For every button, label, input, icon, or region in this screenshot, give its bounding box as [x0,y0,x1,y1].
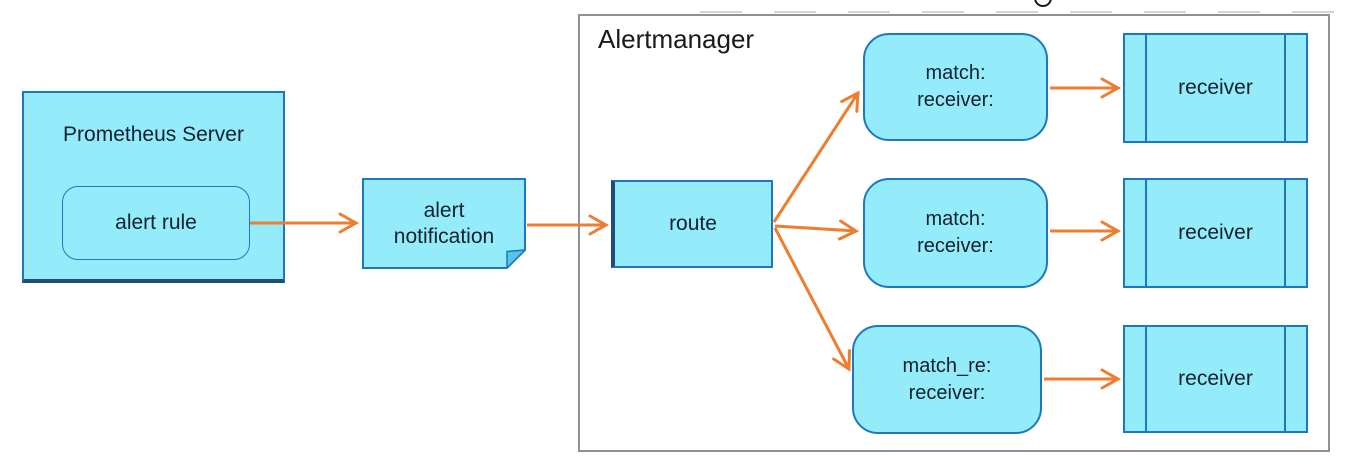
receiver-3-left-bar [1145,327,1147,431]
receiver-1-left-bar [1145,35,1147,141]
cropped-glyph-artifact [1034,0,1052,7]
alert-rule-label: alert rule [115,211,197,234]
alertmanager-container [578,14,1330,452]
note-shape [362,178,526,269]
receiver-node-3: receiver [1123,325,1308,433]
receiver-2-label: receiver [1178,221,1253,244]
alert-notification-line2: notification [393,224,495,248]
match-3-line1: match_re: [902,354,992,377]
receiver-1-right-bar [1284,35,1286,141]
receiver-3-label: receiver [1178,367,1253,390]
receiver-node-1: receiver [1123,33,1308,143]
alert-rule-node: alert rule [62,186,250,260]
match-3-line2: receiver: [908,381,986,404]
receiver-2-right-bar [1284,180,1286,286]
match-2-line2: receiver: [917,235,994,257]
match-node-3: match_re: receiver: [852,325,1042,434]
alert-notification-note: alert notification [362,178,526,269]
alert-notification-label: alert notification [362,178,526,269]
match-2-line1: match: [925,208,986,230]
route-node: route [611,180,773,268]
note-fold-icon [506,249,526,269]
cropped-text-smudge [700,11,1345,13]
match-1-line1: match: [925,62,986,84]
alert-notification-line1: alert [423,198,465,222]
match-node-1: match: receiver: [863,33,1048,141]
alertmanager-label: Alertmanager [598,24,755,54]
match-node-2: match: receiver: [863,178,1048,288]
receiver-3-right-bar [1284,327,1286,431]
receiver-node-2: receiver [1123,178,1308,288]
prometheus-server-box: Prometheus Server alert rule [22,91,285,283]
route-label: route [669,212,717,235]
match-1-line2: receiver: [917,89,994,111]
receiver-2-left-bar [1145,180,1147,286]
prometheus-server-label: Prometheus Server [63,123,244,146]
receiver-1-label: receiver [1178,76,1253,99]
